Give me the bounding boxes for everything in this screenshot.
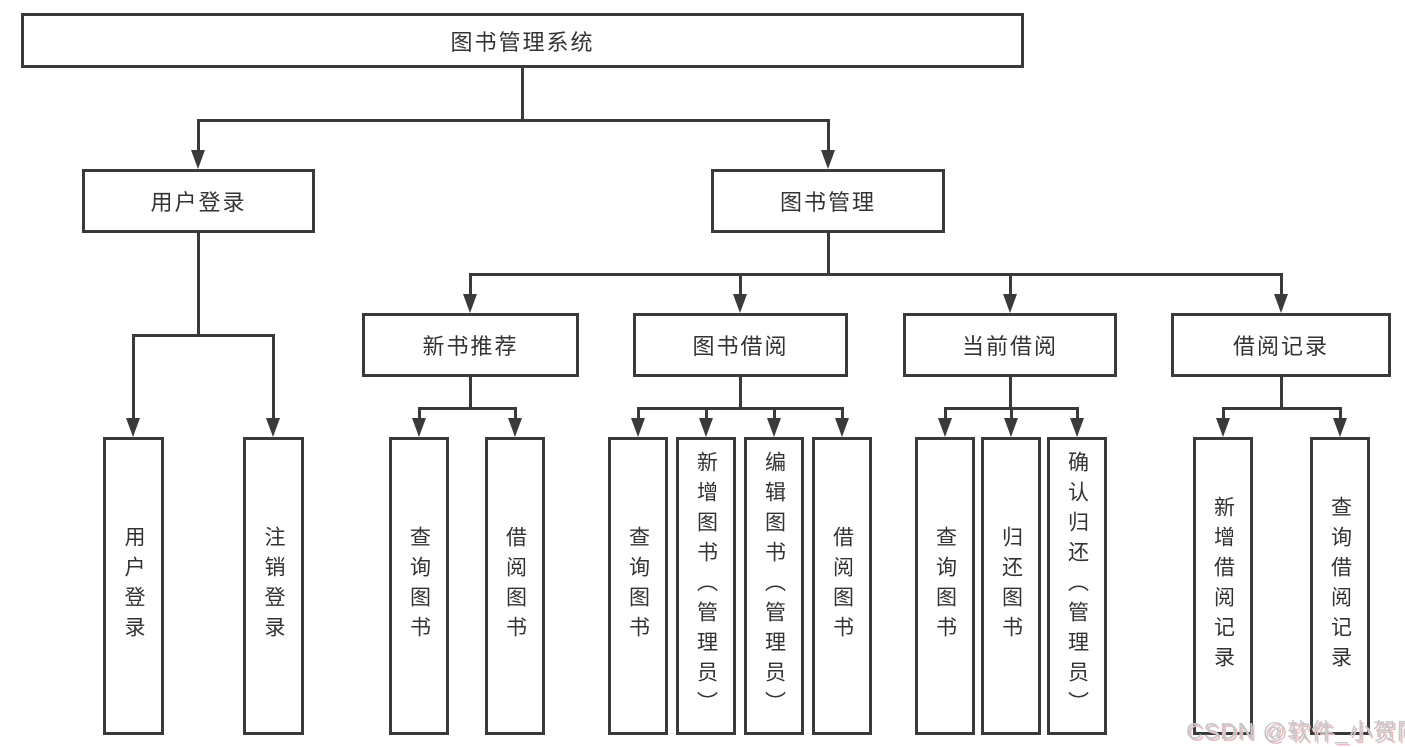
arrowhead-down-icon (631, 418, 645, 437)
leaf-add-book-admin: 新增图书（管理员） (676, 437, 736, 735)
connector-line (944, 407, 947, 419)
arrowhead-down-icon (463, 294, 477, 313)
leaf-query-books-2: 查询图书 (608, 437, 668, 735)
connector-line (1280, 273, 1283, 295)
arrowhead-down-icon (508, 418, 522, 437)
connector-line (132, 334, 135, 419)
arrowhead-down-icon (1333, 418, 1347, 437)
csdn-watermark: CSDN @软件_小贺同学 (1186, 718, 1405, 744)
leaf-query-books-3: 查询图书 (915, 437, 975, 735)
arrowhead-down-icon (1003, 294, 1017, 313)
connector-line (469, 273, 472, 295)
arrowhead-down-icon (412, 418, 426, 437)
connector-line (739, 273, 742, 295)
arrowhead-down-icon (1004, 418, 1018, 437)
connector-line (773, 407, 776, 419)
connector-line (827, 119, 830, 155)
connector-line (841, 407, 844, 419)
arrowhead-down-icon (835, 418, 849, 437)
arrowhead-down-icon (938, 418, 952, 437)
connector-line (1009, 273, 1012, 295)
arrowhead-down-icon (1070, 418, 1084, 437)
connector-line (637, 407, 844, 410)
arrowhead-down-icon (821, 150, 835, 169)
connector-line (514, 407, 517, 419)
arrowhead-down-icon (699, 418, 713, 437)
node-current-borrow: 当前借阅 (903, 313, 1117, 377)
node-book-management: 图书管理 (711, 169, 945, 233)
leaf-return-books: 归还图书 (981, 437, 1041, 735)
connector-line (1222, 407, 1225, 419)
connector-line (197, 233, 200, 335)
leaf-user-login: 用户登录 (103, 437, 164, 735)
leaf-add-borrow-record: 新增借阅记录 (1193, 437, 1253, 735)
connector-line (469, 377, 472, 408)
connector-line (1339, 407, 1342, 419)
connector-line (132, 334, 275, 337)
leaf-query-books-1: 查询图书 (389, 437, 449, 735)
connector-line (197, 119, 830, 122)
connector-line (418, 407, 421, 419)
arrowhead-down-icon (767, 418, 781, 437)
connector-line (1222, 407, 1342, 410)
leaf-edit-book-admin: 编辑图书（管理员） (744, 437, 804, 735)
connector-line (469, 273, 1283, 276)
leaf-confirm-return-admin: 确认归还（管理员） (1047, 437, 1107, 735)
connector-line (272, 334, 275, 419)
connector-line (1076, 407, 1079, 419)
connector-line (521, 68, 524, 119)
connector-line (418, 407, 517, 410)
leaf-borrow-books-1: 借阅图书 (485, 437, 545, 735)
arrowhead-down-icon (191, 150, 205, 169)
arrowhead-down-icon (1216, 418, 1230, 437)
connector-line (1010, 407, 1013, 419)
leaf-borrow-books-2: 借阅图书 (812, 437, 872, 735)
connector-line (1009, 377, 1012, 408)
leaf-query-borrow-record: 查询借阅记录 (1310, 437, 1370, 735)
arrowhead-down-icon (733, 294, 747, 313)
arrowhead-down-icon (266, 418, 280, 437)
leaf-logout: 注销登录 (243, 437, 304, 735)
node-user-login: 用户登录 (82, 169, 315, 233)
arrowhead-down-icon (126, 418, 140, 437)
connector-line (705, 407, 708, 419)
connector-line (637, 407, 640, 419)
arrowhead-down-icon (1274, 294, 1288, 313)
connector-line (827, 233, 830, 274)
connector-line (197, 119, 200, 155)
connector-line (1280, 377, 1283, 408)
node-root: 图书管理系统 (21, 13, 1024, 68)
node-new-book-recommend: 新书推荐 (362, 313, 579, 377)
connector-line (739, 377, 742, 408)
node-borrow-records: 借阅记录 (1171, 313, 1391, 377)
node-book-borrow: 图书借阅 (633, 313, 848, 377)
